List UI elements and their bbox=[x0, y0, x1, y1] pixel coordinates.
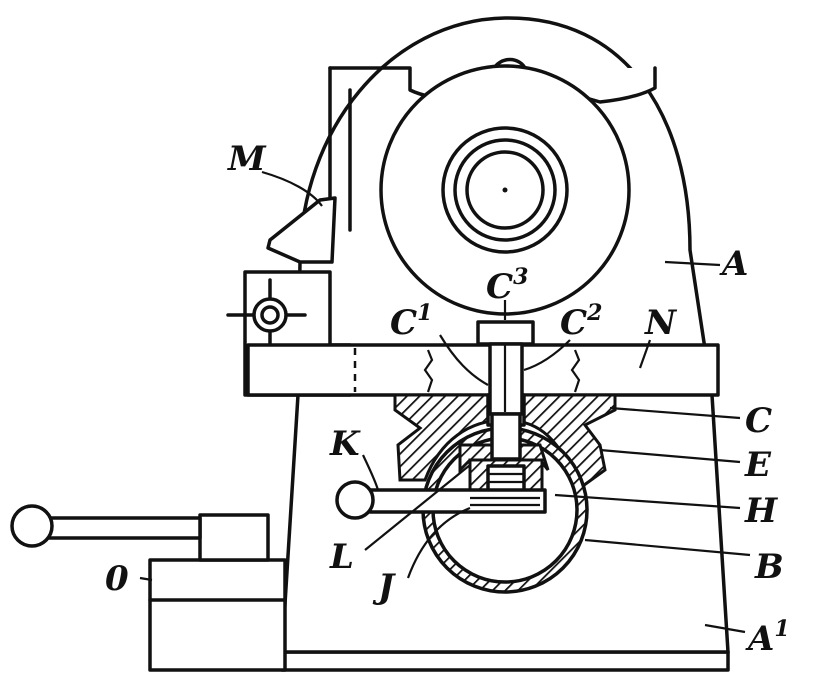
block-o bbox=[148, 513, 287, 672]
label-l: L bbox=[329, 537, 354, 577]
bolt-c3 bbox=[476, 320, 535, 461]
label-a: A bbox=[719, 244, 748, 284]
label-c1: C1 bbox=[390, 300, 432, 343]
guard-m bbox=[266, 196, 337, 264]
label-c3-base: C bbox=[486, 267, 513, 307]
label-k: K bbox=[329, 424, 361, 464]
label-c: C bbox=[745, 401, 772, 441]
label-o: 0 bbox=[105, 559, 129, 599]
label-c2-base: C bbox=[560, 303, 587, 343]
label-c3-sup: 3 bbox=[513, 264, 528, 290]
leader-lines bbox=[139, 170, 751, 634]
handwheel[interactable] bbox=[226, 278, 307, 357]
label-a1: A1 bbox=[745, 616, 790, 659]
label-a1-base: A bbox=[745, 619, 774, 659]
grinding-wheel bbox=[379, 64, 631, 316]
lever-k[interactable] bbox=[335, 480, 547, 520]
operating-lever[interactable] bbox=[10, 504, 202, 548]
label-h: H bbox=[744, 491, 779, 531]
label-c2: C2 bbox=[560, 300, 602, 343]
label-a1-sup: 1 bbox=[774, 616, 789, 642]
label-e: E bbox=[744, 445, 772, 485]
label-c1-sup: 1 bbox=[417, 300, 432, 326]
label-n: N bbox=[644, 303, 678, 343]
label-c1-base: C bbox=[390, 303, 417, 343]
label-c3: C3 bbox=[486, 264, 528, 307]
label-c2-sup: 2 bbox=[586, 300, 602, 326]
table-n bbox=[246, 343, 720, 397]
label-b: B bbox=[754, 547, 784, 587]
label-m: M bbox=[227, 139, 267, 179]
base-plate bbox=[280, 650, 730, 672]
